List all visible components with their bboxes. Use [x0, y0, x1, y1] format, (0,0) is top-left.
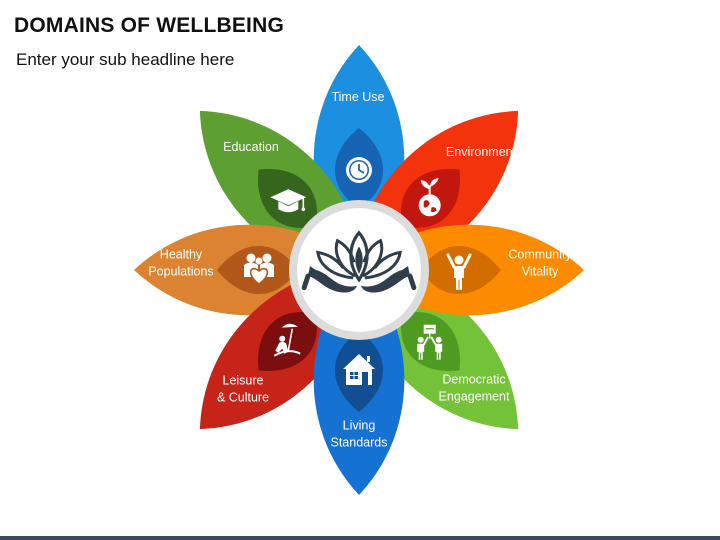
petal-label: Time Use	[331, 90, 384, 104]
petal-label-line: Education	[223, 140, 279, 154]
graduation-cap-icon	[270, 189, 307, 213]
petal-label-line: Standards	[331, 436, 388, 450]
petal-label-line: Engagement	[439, 390, 510, 404]
house-icon	[343, 354, 375, 385]
petal-label-line: Vitality	[522, 265, 559, 279]
ballot-people-icon	[417, 324, 443, 360]
inner-petal	[258, 312, 317, 371]
petal-label-line: Community	[508, 248, 572, 262]
petal-label-line: & Culture	[217, 391, 269, 405]
petal-label-line: Environment	[446, 145, 517, 159]
petal-label: Leisure & Culture	[217, 374, 269, 405]
clock-icon	[346, 157, 372, 183]
petal-label-line: Living	[343, 419, 376, 433]
petal-label: Education	[223, 140, 279, 154]
raised-arms-person-icon	[446, 253, 472, 290]
bottom-bar	[0, 536, 720, 540]
inner-petals	[217, 128, 501, 412]
page-title: DOMAINS OF WELLBEING	[14, 14, 284, 37]
petal-label-line: Time Use	[331, 90, 384, 104]
inner-petal	[401, 312, 460, 371]
petal-label-line: Leisure	[223, 374, 264, 388]
lotus-hands-icon	[301, 230, 417, 293]
petal-label: Environment	[446, 145, 517, 159]
family-heart-icon	[244, 253, 274, 285]
petal-label-line: Healthy	[160, 248, 203, 262]
petal-label-line: Populations	[148, 265, 213, 279]
plant-globe-icon	[418, 178, 441, 217]
petal-label-line: Democratic	[442, 373, 505, 387]
center-emblem	[289, 200, 429, 340]
beach-umbrella-icon	[273, 323, 301, 357]
page-subtitle: Enter your sub headline here	[16, 50, 235, 69]
